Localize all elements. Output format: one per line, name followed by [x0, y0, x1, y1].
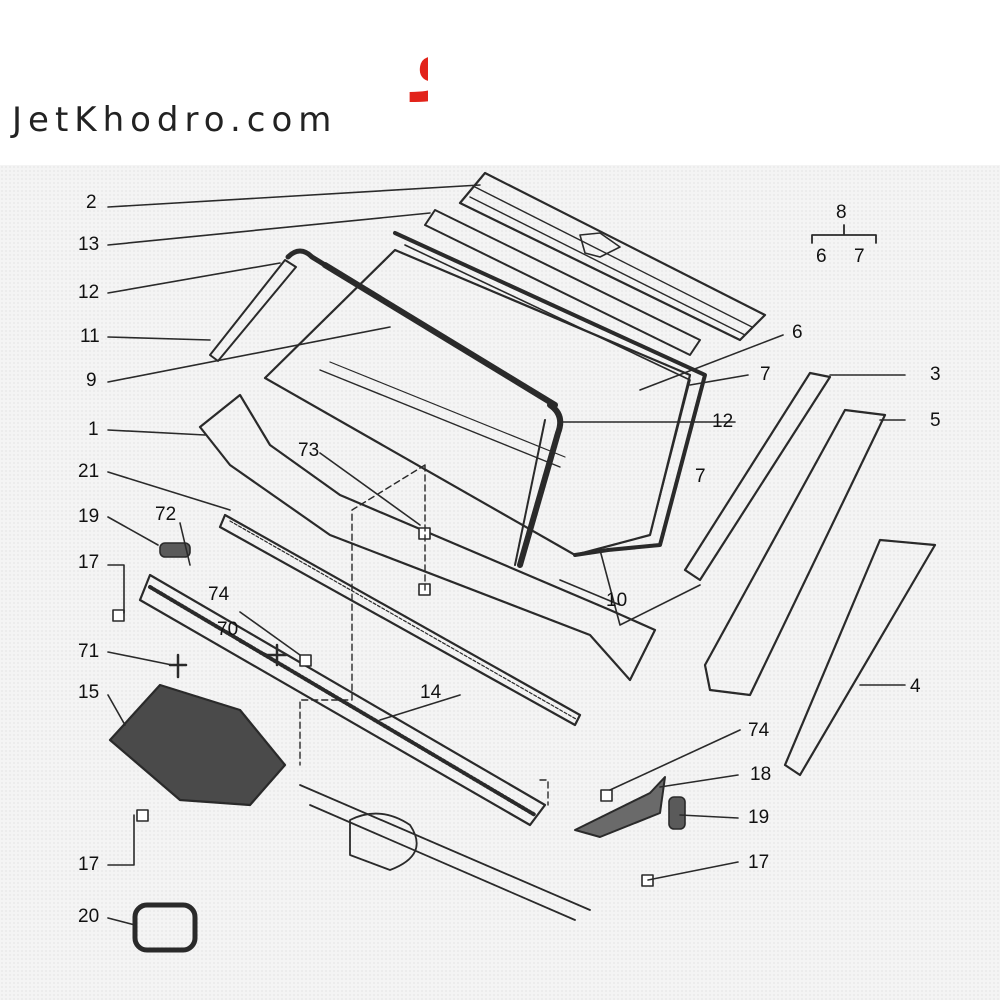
- side-trim-strip-left: [209, 259, 297, 362]
- brand-logo: جت‌خودرو: [409, 7, 428, 102]
- clip-marker-17a: [112, 609, 125, 622]
- callout-14: 14: [420, 682, 442, 703]
- callout-2: 2: [86, 192, 97, 213]
- side-trim-corner-left: [285, 248, 328, 268]
- callout-19-left: 19: [78, 506, 100, 527]
- callout-71: 71: [78, 641, 100, 662]
- legend-bracket: [811, 224, 877, 244]
- exploded-view-drawing: [107, 171, 937, 953]
- clip-marker-74a: [299, 654, 312, 667]
- screw-71: [168, 653, 188, 679]
- gasket: [132, 902, 198, 953]
- screw-70: [266, 643, 288, 667]
- callout-7-lower: 7: [695, 466, 706, 487]
- legend-child-a: 6: [816, 246, 827, 267]
- windshield-glass: [263, 248, 692, 557]
- roof-panel-flange: [469, 186, 753, 336]
- lower-frame: [198, 393, 657, 682]
- callout-13: 13: [78, 234, 100, 255]
- callout-21: 21: [78, 461, 100, 482]
- parts-diagram: 2 13 12 11 9 1 21 19 72 17 74 70 71 15 1…: [0, 165, 1000, 1000]
- cowl-cross-member-ribs: [229, 520, 577, 720]
- leader-lines: [107, 184, 906, 926]
- callout-7-upper: 7: [760, 364, 771, 385]
- cowl-cross-member: [218, 513, 582, 727]
- cowl-grille: [138, 573, 547, 827]
- upper-moulding: [424, 209, 701, 356]
- callout-9: 9: [86, 370, 97, 391]
- callout-18: 18: [750, 764, 772, 785]
- side-trim-corner-right: [517, 402, 564, 568]
- windshield-reflection-2: [329, 361, 566, 458]
- grommet-left: [159, 542, 191, 558]
- windshield-reflection: [319, 369, 561, 468]
- callout-17-bottom: 17: [78, 854, 100, 875]
- a-pillar-outer: [683, 371, 832, 582]
- pillar-reinforcement: [783, 538, 937, 777]
- callout-17-top: 17: [78, 552, 100, 573]
- callout-19-right: 19: [748, 807, 770, 828]
- roof-panel-notch: [579, 232, 621, 258]
- callout-73: 73: [298, 440, 320, 461]
- cowl-grille-slats: [148, 585, 537, 817]
- callout-5: 5: [930, 410, 941, 431]
- legend-parent: 8: [836, 202, 847, 223]
- callout-11: 11: [80, 326, 100, 347]
- legend-child-b: 7: [854, 246, 865, 267]
- roof-panel: [458, 171, 767, 342]
- windshield-seal-inner: [404, 244, 691, 536]
- callout-12-right: 12: [712, 411, 734, 432]
- brand-url: JetKhodro.com: [12, 100, 338, 140]
- wiper-linkage: [299, 784, 591, 921]
- clip-marker-17b: [136, 809, 149, 822]
- a-pillar-inner: [703, 408, 887, 697]
- callout-10: 10: [606, 590, 628, 611]
- windshield-seal: [393, 231, 707, 557]
- callout-12-left: 12: [78, 282, 100, 303]
- assembly-line: [299, 464, 549, 806]
- callout-6: 6: [792, 322, 803, 343]
- callout-72: 72: [155, 504, 177, 525]
- callout-4: 4: [910, 676, 921, 697]
- water-tray: [108, 683, 287, 807]
- side-trim-strip-right: [514, 419, 546, 566]
- brand-logo-text: جت‌خودرو: [409, 7, 428, 102]
- callout-20: 20: [78, 906, 100, 927]
- callout-1: 1: [88, 419, 99, 440]
- callout-74-left: 74: [208, 584, 230, 605]
- lower-bracket: [574, 776, 666, 838]
- callout-17-right: 17: [748, 852, 770, 873]
- callout-15: 15: [78, 682, 100, 703]
- a-pillar-trim-left: [322, 262, 558, 408]
- callout-3: 3: [930, 364, 941, 385]
- callout-70: 70: [217, 619, 239, 640]
- callout-74-right: 74: [748, 720, 770, 741]
- grommet-right: [668, 796, 686, 830]
- clip-marker-74b: [600, 789, 613, 802]
